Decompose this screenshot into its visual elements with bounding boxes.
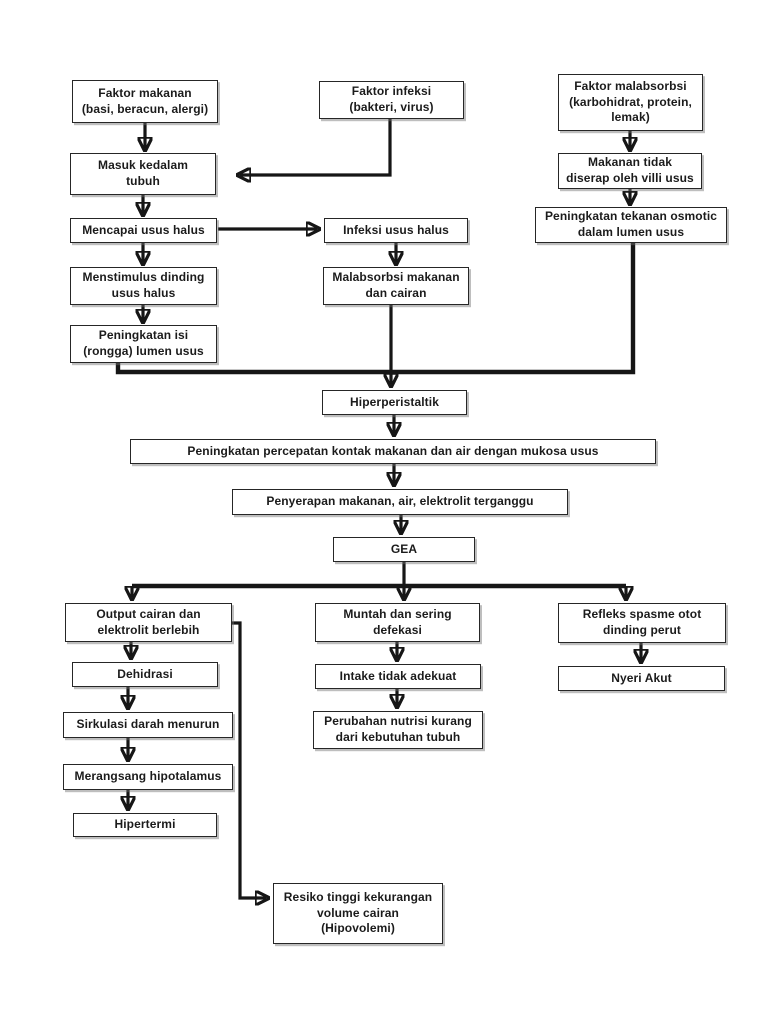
node-hipertermi: Hipertermi [73, 813, 217, 837]
node-peningkatan-isi: Peningkatan isi (rongga) lumen usus [70, 325, 217, 363]
node-infeksi-usus-halus: Infeksi usus halus [324, 218, 468, 243]
edge-output-to-hipovolemi [232, 621, 266, 898]
node-gea: GEA [333, 537, 475, 562]
node-faktor-malabsorbsi: Faktor malabsorbsi (karbohidrat, protein… [558, 74, 703, 131]
node-output-cairan: Output cairan dan elektrolit berlebih [65, 603, 232, 642]
node-penyerapan: Penyerapan makanan, air, elektrolit terg… [232, 489, 568, 515]
node-muntah: Muntah dan sering defekasi [315, 603, 480, 642]
node-merangsang: Merangsang hipotalamus [63, 764, 233, 790]
node-refleks: Refleks spasme otot dinding perut [558, 603, 726, 643]
node-faktor-makanan: Faktor makanan (basi, beracun, alergi) [72, 80, 218, 123]
edge-faktor-infeksi-to-masuk [240, 119, 392, 175]
node-perubahan-nutrisi: Perubahan nutrisi kurang dari kebutuhan … [313, 711, 483, 749]
node-masuk-kedalam-tubuh: Masuk kedalam tubuh [70, 153, 216, 195]
node-peningkatan-percepatan: Peningkatan percepatan kontak makanan da… [130, 439, 656, 464]
node-sirkulasi: Sirkulasi darah menurun [63, 712, 233, 738]
node-dehidrasi: Dehidrasi [72, 662, 218, 687]
node-menstimulus-dinding: Menstimulus dinding usus halus [70, 267, 217, 305]
node-malabsorbsi-makanan: Malabsorbsi makanan dan cairan [323, 267, 469, 305]
node-faktor-infeksi: Faktor infeksi (bakteri, virus) [319, 81, 464, 119]
node-peningkatan-tekanan: Peningkatan tekanan osmotic dalam lumen … [535, 207, 727, 243]
node-intake: Intake tidak adekuat [315, 664, 481, 689]
node-hiperperistaltik: Hiperperistaltik [322, 390, 467, 415]
node-makanan-tidak-diserap: Makanan tidak diserap oleh villi usus [558, 153, 702, 189]
node-mencapai-usus-halus: Mencapai usus halus [70, 218, 217, 243]
node-nyeri-akut: Nyeri Akut [558, 666, 725, 691]
edge-convergence-lines [115, 243, 636, 375]
node-hipovolemi: Resiko tinggi kekurangan volume cairan (… [273, 883, 443, 944]
